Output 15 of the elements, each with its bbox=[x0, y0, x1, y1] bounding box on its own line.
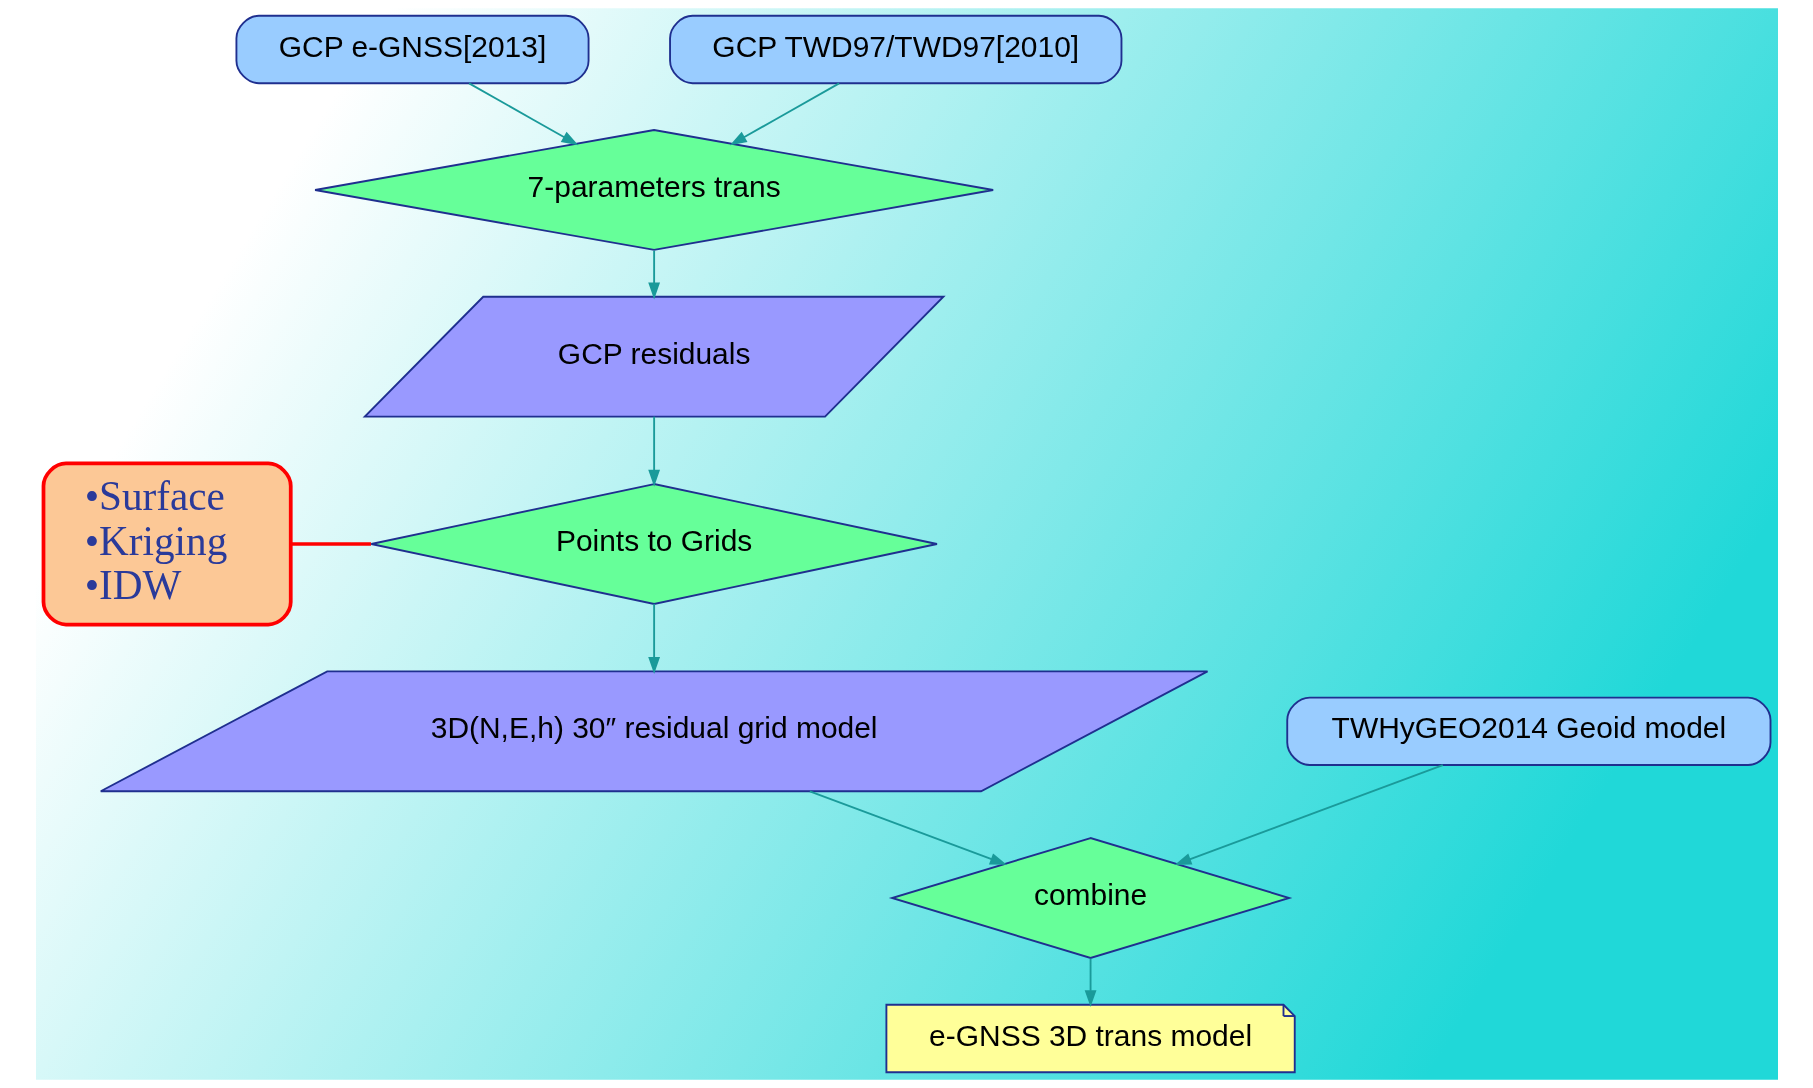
arrow bbox=[647, 415, 660, 487]
arrow bbox=[729, 82, 840, 146]
arrow bbox=[808, 790, 1007, 865]
arrow bbox=[1174, 764, 1444, 865]
arrow bbox=[1084, 957, 1096, 1008]
node-diamond: Points to Grids bbox=[369, 483, 938, 605]
arrow bbox=[467, 82, 578, 146]
node-box: GCP e-GNSS[2013] bbox=[235, 14, 589, 85]
arrow bbox=[647, 603, 660, 674]
node-box: •Surface •Kriging •IDW bbox=[41, 461, 293, 627]
connector bbox=[290, 542, 371, 546]
node-diamond: combine bbox=[888, 837, 1292, 959]
node-box: TWHyGEO2014 Geoid model bbox=[1285, 696, 1771, 766]
node-box: GCP TWD97/TWD97[2010] bbox=[668, 14, 1122, 85]
arrow bbox=[647, 249, 660, 300]
